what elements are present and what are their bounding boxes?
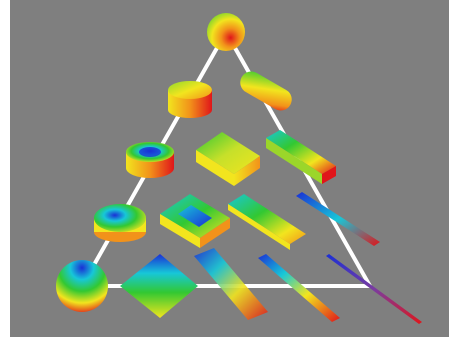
thin-plate-shape [228,194,306,250]
flat-disc-shape [94,204,146,242]
slim-rod-shape [296,192,380,246]
hollow-frame-shape [160,194,230,248]
thin-strip-shape [258,254,340,322]
sphere-shape [207,13,245,51]
thin-sheet-shape [194,248,268,320]
rounded-bar-shape [266,130,336,184]
shape-family-triangle-scene [10,0,449,337]
render-viewport [10,0,449,337]
short-cylinder-shape [168,81,212,118]
ring-cylinder-shape [126,142,174,178]
capsule-shape [240,71,292,111]
box-shape [196,132,260,186]
disc-shape [56,260,108,312]
needle-shape [326,254,422,324]
diamond-plate-shape [120,254,198,318]
